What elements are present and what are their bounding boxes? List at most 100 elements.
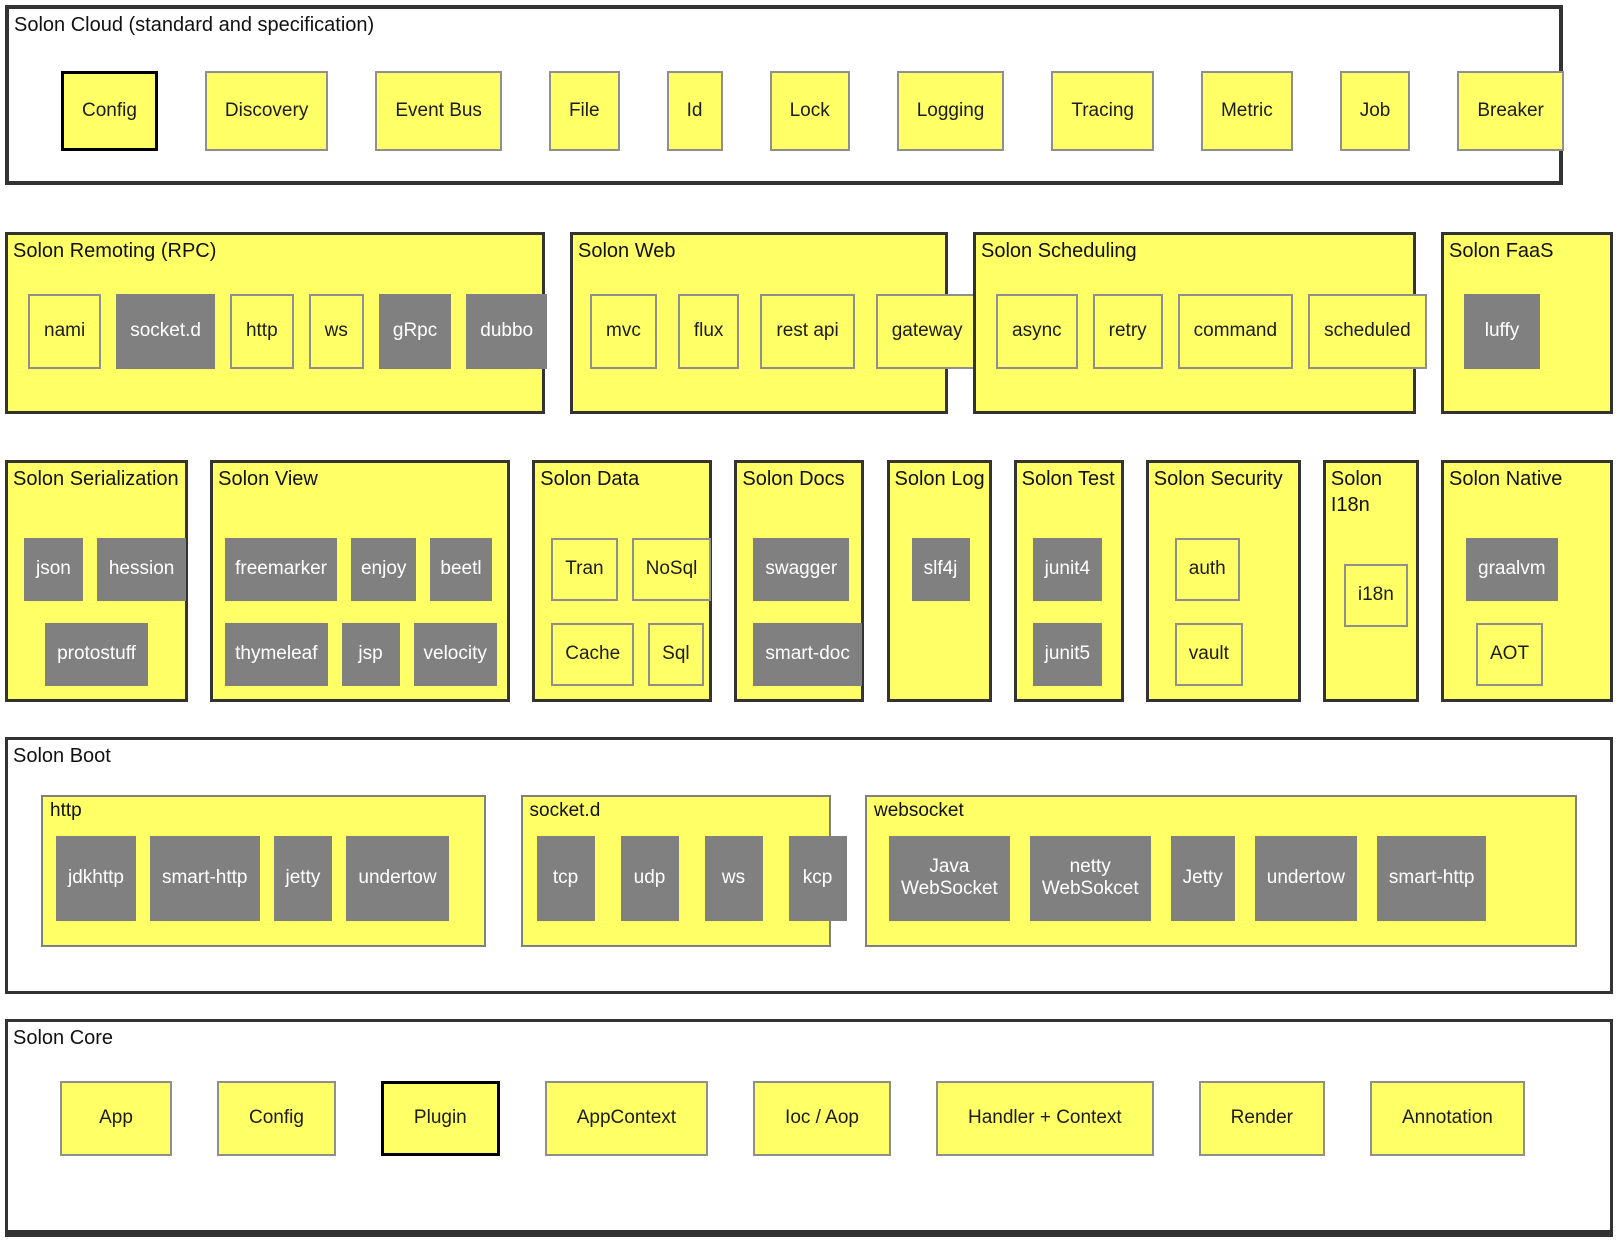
module-row: slf4j <box>911 538 989 601</box>
module-grpc: gRpc <box>378 294 452 369</box>
module-vault: vault <box>1174 623 1243 686</box>
module-junit4: junit4 <box>1032 538 1103 601</box>
module-luffy: luffy <box>1464 294 1540 369</box>
module-slf4j: slf4j <box>911 538 970 601</box>
section-solon-security: Solon Security auth vault <box>1145 460 1301 702</box>
module-smart-doc: smart-doc <box>753 623 862 686</box>
module-command: command <box>1177 294 1294 369</box>
section-title: Solon I18n <box>1330 468 1383 516</box>
module-flux: flux <box>677 294 740 369</box>
diagram-row-1: Solon Cloud (standard and specification)… <box>0 5 1618 185</box>
module-json: json <box>24 538 83 601</box>
module-ws: ws <box>308 294 364 369</box>
module-ioc-aop: Ioc / Aop <box>753 1081 891 1156</box>
section-content: slf4j <box>890 538 989 601</box>
module-rest-api: rest api <box>760 294 855 369</box>
module-tran: Tran <box>551 538 618 601</box>
module-jsp: jsp <box>341 623 400 686</box>
section-title: Solon Web <box>578 240 676 262</box>
module-mvc: mvc <box>590 294 657 369</box>
module-graalvm: graalvm <box>1466 538 1558 601</box>
section-content: luffy <box>1444 294 1610 369</box>
module-cache: Cache <box>551 623 635 686</box>
section-content: i18n <box>1326 564 1416 627</box>
section-title: Solon Scheduling <box>981 240 1137 262</box>
module-annotation: Annotation <box>1370 1081 1525 1156</box>
section-title: socket.d <box>529 800 601 821</box>
section-title: http <box>50 800 82 821</box>
module-row: protostuff <box>8 623 185 686</box>
module-lock: Lock <box>769 71 850 151</box>
module-freemarker: freemarker <box>225 538 337 601</box>
module-protostuff: protostuff <box>45 623 148 686</box>
module-nami: nami <box>28 294 102 369</box>
module-discovery: Discovery <box>204 71 329 151</box>
module-row: AOT <box>1476 623 1610 686</box>
section-title: Solon Security <box>1153 468 1283 490</box>
module-row: luffy <box>1464 294 1610 369</box>
module-swagger: swagger <box>753 538 850 601</box>
section-content: auth vault <box>1149 538 1298 686</box>
module-jdkhttp: jdkhttp <box>56 835 136 921</box>
module-row: vault <box>1174 623 1298 686</box>
module-row: junit4 <box>1032 538 1121 601</box>
module-render: Render <box>1198 1081 1325 1156</box>
module-config: Config <box>217 1081 336 1156</box>
module-velocity: velocity <box>413 623 497 686</box>
section-title: Solon Log <box>894 468 985 490</box>
module-dubbo: dubbo <box>466 294 548 369</box>
module-smart-http: smart-http <box>149 835 260 921</box>
module-row: auth <box>1174 538 1298 601</box>
module-row: swagger <box>753 538 861 601</box>
section-title: Solon FaaS <box>1449 240 1554 262</box>
section-title: Solon Core <box>13 1027 114 1049</box>
module-undertow: undertow <box>346 835 449 921</box>
module-job: Job <box>1339 71 1411 151</box>
section-title: Solon Boot <box>13 745 111 767</box>
module-id: Id <box>666 71 723 151</box>
module-socket-d: socket.d <box>116 294 215 369</box>
module-java-websocket: Java WebSocket <box>889 835 1010 921</box>
module-event-bus: Event Bus <box>375 71 502 151</box>
section-title: websocket <box>874 800 964 821</box>
module-enjoy: enjoy <box>350 538 417 601</box>
module-file: File <box>548 71 620 151</box>
module-row: i18n <box>1343 564 1416 627</box>
section-content: junit4 junit5 <box>1017 538 1121 686</box>
module-logging: Logging <box>896 71 1005 151</box>
module-async: async <box>996 294 1078 369</box>
section-title: Solon Remoting (RPC) <box>13 240 217 262</box>
module-tracing: Tracing <box>1051 71 1154 151</box>
module-beetl: beetl <box>430 538 492 601</box>
module-row: smart-doc <box>753 623 862 686</box>
module-nosql: NoSql <box>631 538 712 601</box>
module-udp: udp <box>620 835 679 921</box>
module-junit5: junit5 <box>1032 623 1103 686</box>
module-handler-context: Handler + Context <box>936 1081 1154 1156</box>
